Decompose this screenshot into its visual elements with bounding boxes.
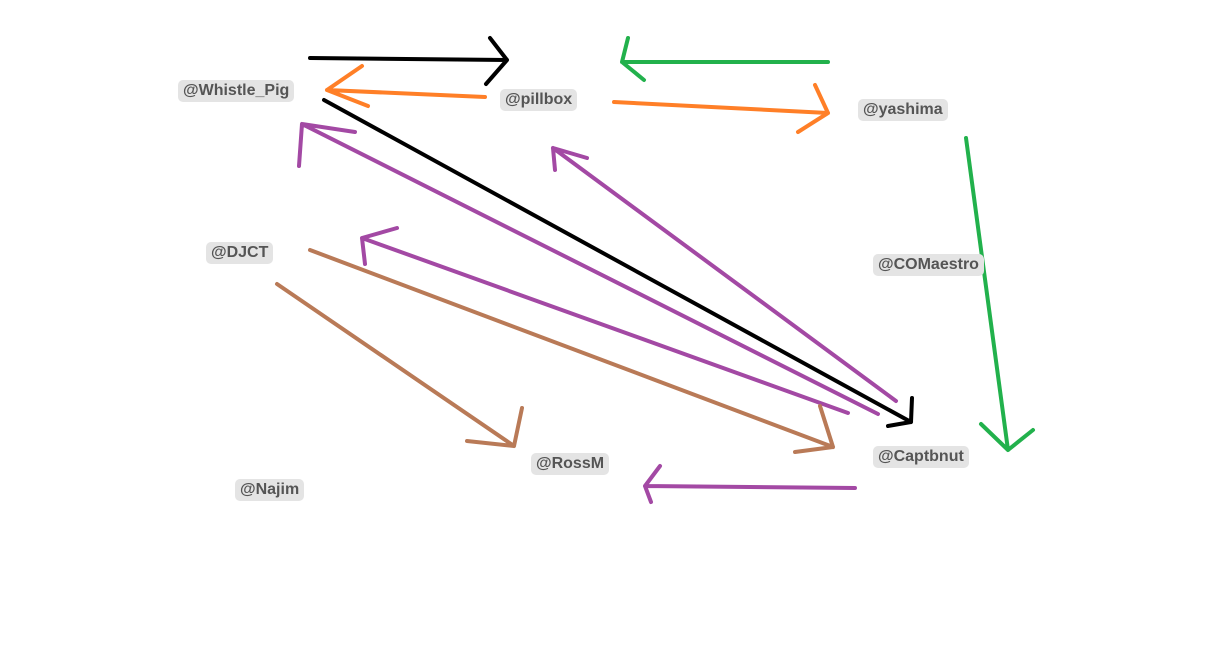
arrow-captbnut-to-djct (360, 226, 850, 415)
handle-comaestro: @COMaestro (873, 254, 984, 276)
arrow-captbnut-to-rossm (643, 464, 857, 504)
handle-pillbox: @pillbox (500, 89, 578, 111)
arrow-yashima-to-pillbox (620, 36, 830, 82)
arrow-pillbox-to-whistle-pig (325, 64, 487, 108)
arrow-captbnut-to-pillbox (551, 146, 898, 403)
arrow-whistle-pig-to-pillbox (308, 36, 509, 86)
handle-captbnut: @Captbnut (873, 446, 969, 468)
handle-whistle-pig: @Whistle_Pig (178, 80, 295, 102)
arrow-djct-to-rossm (275, 282, 524, 448)
arrow-djct-to-captbnut (308, 248, 835, 454)
arrow-pillbox-to-yashima (612, 83, 830, 134)
arrow-captbnut-to-whistle-pig (297, 122, 880, 416)
handle-najim: @Najim (235, 479, 305, 501)
arrow-yashima-to-captbnut (964, 136, 1035, 452)
arrow-whistle-pig-to-captbnut (322, 98, 914, 428)
handle-yashima: @yashima (858, 99, 948, 121)
handle-rossm: @RossM (531, 453, 610, 475)
handle-djct: @DJCT (206, 242, 274, 264)
